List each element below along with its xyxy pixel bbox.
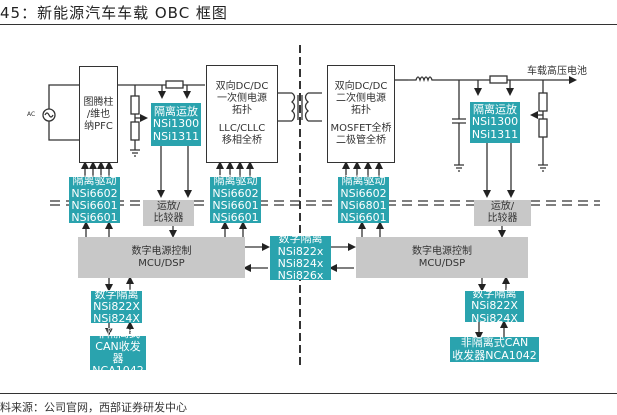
digital-iso-line: NSi824X	[471, 311, 518, 325]
driver-line: NSi6601	[71, 199, 118, 212]
can-line: CAN收发器	[95, 339, 141, 365]
driver-line: NSi6602	[340, 186, 387, 200]
driver-line: NSi6601	[212, 199, 259, 212]
dcdc-secondary-line: 双向DC/DC	[334, 81, 388, 92]
ac-sine	[44, 112, 54, 118]
mcu-line: MCU/DSP	[138, 257, 185, 269]
ac-label: AC	[27, 111, 36, 118]
can-line: NCA1042	[92, 364, 144, 378]
ground-icon-left	[130, 149, 140, 157]
opamp-line: NSi1311	[471, 127, 519, 141]
digital-iso-line: NSi822X	[471, 299, 518, 313]
ac-wire-top	[48, 84, 79, 109]
can-line: 收发器NCA1042	[452, 348, 537, 362]
title-divider	[0, 24, 617, 25]
shunt-resistor-left	[165, 80, 184, 89]
pfc-line: 纳PFC	[84, 120, 113, 132]
opamp-line: NSi1311	[152, 129, 200, 143]
mcu-line: 数字电源控制	[131, 245, 192, 257]
comparator-line: 运放/	[490, 201, 515, 212]
driver-line: 隔离驱动	[72, 174, 117, 188]
pfc-line: /维也	[86, 108, 111, 120]
can-line: 非隔离式CAN	[460, 336, 529, 350]
comparator-line: 运放/	[156, 201, 181, 212]
driver-line: 隔离驱动	[213, 174, 258, 188]
dcdc-primary-line: 拓扑	[232, 105, 252, 116]
digital-iso-line: NSi824x	[277, 257, 324, 270]
digital-isolator-center: 数字隔离 NSi822x NSi824x NSi826x	[270, 232, 331, 283]
can-transceiver-right: 非隔离式CAN 收发器NCA1042	[450, 336, 539, 362]
opamp-line: 隔离运放	[154, 105, 198, 119]
dcdc-primary-line: 一次侧电源	[217, 93, 267, 104]
dcdc-primary-line: LLC/CLLC	[218, 123, 266, 134]
divider-resistor-right-bottom	[538, 118, 548, 138]
isolated-driver-secondary: 隔离驱动 NSi6602 NSi6801 NSi6601	[338, 174, 389, 225]
opamp-line: 隔离运放	[473, 103, 517, 117]
digital-iso-line: 数字隔离	[94, 287, 139, 301]
digital-iso-line: NSi822X	[93, 299, 140, 313]
comparator-right: 运放/ 比较器	[474, 200, 531, 226]
driver-line: NSi6801	[340, 199, 387, 212]
comparator-line: 比较器	[487, 213, 518, 224]
dcdc-secondary-line: 二次侧电源	[336, 93, 386, 104]
ac-source-icon	[42, 108, 56, 122]
driver-line: 隔离驱动	[341, 174, 386, 188]
divider-resistor-left-top	[130, 95, 140, 115]
pfc-block: 图腾柱 /维也 纳PFC	[79, 66, 118, 163]
can-line: 非隔离式	[96, 327, 140, 341]
digital-iso-line: NSi826x	[277, 269, 324, 283]
comparator-line: 比较器	[153, 213, 184, 224]
source-note: 料来源：公司官网，西部证券研发中心	[0, 401, 187, 414]
dcdc-secondary-line: 拓扑	[351, 105, 371, 116]
battery-label: 车载高压电池	[527, 66, 587, 77]
dcdc-primary-line: 移相全桥	[222, 135, 262, 146]
inductor-icon	[408, 76, 445, 83]
digital-isolator-right: 数字隔离 NSi822X NSi824X	[465, 287, 524, 325]
ac-wire-bottom	[48, 121, 79, 141]
transformer-primary	[291, 92, 296, 122]
digital-iso-line: NSi824X	[93, 312, 140, 326]
digital-isolator-left: 数字隔离 NSi822X NSi824X	[91, 287, 142, 326]
divider-resistor-left-bottom	[130, 121, 140, 141]
driver-line: NSi6602	[212, 186, 259, 200]
ground-icon-right	[538, 164, 548, 172]
digital-iso-line: 数字隔离	[278, 232, 323, 246]
transformer-secondary	[304, 92, 309, 122]
isolated-opamp-right: 隔离运放 NSi1300 NSi1311	[470, 102, 520, 143]
ground-icon-cap	[454, 164, 464, 172]
driver-line: NSi6601	[71, 211, 118, 225]
driver-line: NSi6601	[340, 211, 387, 225]
opamp-line: NSi1300	[471, 115, 519, 129]
footer-divider	[0, 393, 617, 394]
driver-line: NSi6601	[212, 211, 259, 225]
comparator-left: 运放/ 比较器	[143, 200, 194, 226]
mcu-dsp-right: 数字电源控制 MCU/DSP	[356, 237, 528, 278]
isolated-driver-primary: 隔离驱动 NSi6602 NSi6601 NSi6601	[210, 174, 261, 225]
divider-resistor-right-top	[538, 92, 548, 112]
dcdc-primary-block: 双向DC/DC 一次侧电源 拓扑 LLC/CLLC 移相全桥	[206, 65, 278, 163]
digital-iso-line: 数字隔离	[472, 287, 517, 301]
isolated-driver-pfc: 隔离驱动 NSi6602 NSi6601 NSi6601	[69, 174, 120, 225]
dcdc-secondary-block: 双向DC/DC 二次侧电源 拓扑 MOSFET全桥 二极管全桥	[327, 65, 395, 163]
dcdc-secondary-line: 二极管全桥	[336, 135, 386, 146]
can-transceiver-left: 非隔离式 CAN收发器 NCA1042	[90, 328, 146, 377]
figure-title: 45：新能源汽车车载 OBC 框图	[0, 4, 228, 22]
digital-iso-line: NSi822x	[277, 244, 324, 258]
shunt-resistor-right	[489, 75, 508, 84]
driver-line: NSi6602	[71, 186, 118, 200]
dcdc-primary-line: 双向DC/DC	[215, 81, 269, 92]
mcu-line: MCU/DSP	[418, 257, 466, 269]
pfc-line: 图腾柱	[83, 96, 114, 108]
mcu-dsp-left: 数字电源控制 MCU/DSP	[78, 237, 245, 278]
dcdc-secondary-line: MOSFET全桥	[330, 123, 392, 134]
isolation-barrier-horizontal	[50, 200, 600, 206]
mcu-line: 数字电源控制	[412, 245, 472, 257]
isolated-opamp-left: 隔离运放 NSi1300 NSi1311	[151, 103, 201, 146]
opamp-line: NSi1300	[152, 117, 200, 131]
